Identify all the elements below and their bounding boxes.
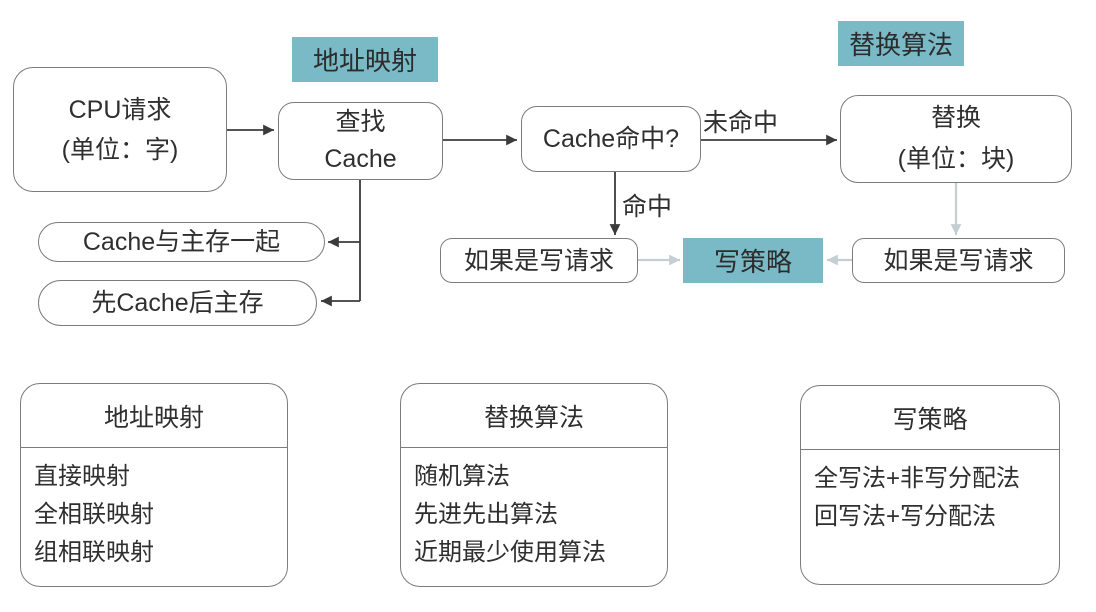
panel-addr-mapping: 地址映射 直接映射 全相联映射 组相联映射 [20, 383, 288, 587]
node-lookup-cache: 查找 Cache [278, 102, 443, 180]
node-cache-hit-question: Cache命中? [521, 106, 701, 172]
list-item: 全写法+非写分配法 [814, 465, 1021, 492]
addr-mapping-highlight-text: 地址映射 [312, 46, 417, 76]
panel-addr-mapping-title: 地址映射 [21, 384, 287, 448]
replace-line1: 替换 [930, 104, 981, 132]
lookup-cache-line1: 查找 [335, 108, 386, 136]
cpu-request-line2: (单位：字) [61, 135, 179, 164]
lookup-cache-line2: Cache [324, 145, 397, 173]
node-replace: 替换 (单位：块) [840, 95, 1072, 183]
node-cpu-request: CPU请求 (单位：字) [13, 67, 227, 192]
list-item: 近期最少使用算法 [414, 539, 606, 566]
list-item: 随机算法 [414, 463, 510, 490]
panel-replace-algorithm-items: 随机算法 先进先出算法 近期最少使用算法 [401, 448, 667, 572]
cache-with-main-text: Cache与主存一起 [82, 228, 281, 256]
edge-label-miss: 未命中 [703, 109, 779, 137]
list-item: 先进先出算法 [414, 501, 558, 528]
node-if-write-request-right: 如果是写请求 [852, 238, 1065, 283]
replace-algorithm-highlight-text: 替换算法 [848, 30, 953, 60]
list-item: 直接映射 [34, 463, 130, 490]
edge-label-hit: 命中 [622, 193, 673, 221]
write-policy-highlight-label: 写策略 [683, 238, 823, 283]
list-item: 全相联映射 [34, 501, 154, 528]
panel-addr-mapping-items: 直接映射 全相联映射 组相联映射 [21, 448, 287, 572]
panel-write-policy-title: 写策略 [801, 386, 1059, 450]
node-cache-first-then-main: 先Cache后主存 [38, 280, 317, 326]
node-if-write-request-left: 如果是写请求 [440, 238, 638, 283]
list-item: 组相联映射 [34, 539, 154, 566]
node-cache-with-main-memory: Cache与主存一起 [38, 222, 325, 262]
if-write-left-text: 如果是写请求 [463, 246, 614, 275]
write-policy-highlight-text: 写策略 [713, 247, 792, 277]
cpu-request-line1: CPU请求 [68, 95, 172, 124]
list-item: 回写法+写分配法 [814, 503, 997, 530]
panel-write-policy: 写策略 全写法+非写分配法 回写法+写分配法 [800, 385, 1060, 585]
panel-write-policy-items: 全写法+非写分配法 回写法+写分配法 [801, 450, 1059, 536]
panel-replace-algorithm-title: 替换算法 [401, 384, 667, 448]
cache-hit-text: Cache命中? [542, 125, 680, 153]
addr-mapping-highlight-label: 地址映射 [292, 37, 438, 82]
replace-algorithm-highlight-label: 替换算法 [838, 21, 964, 66]
replace-line2: (单位：块) [897, 145, 1015, 173]
panel-replace-algorithm: 替换算法 随机算法 先进先出算法 近期最少使用算法 [400, 383, 668, 587]
cache-first-text: 先Cache后主存 [91, 289, 264, 317]
if-write-right-text: 如果是写请求 [883, 246, 1034, 275]
